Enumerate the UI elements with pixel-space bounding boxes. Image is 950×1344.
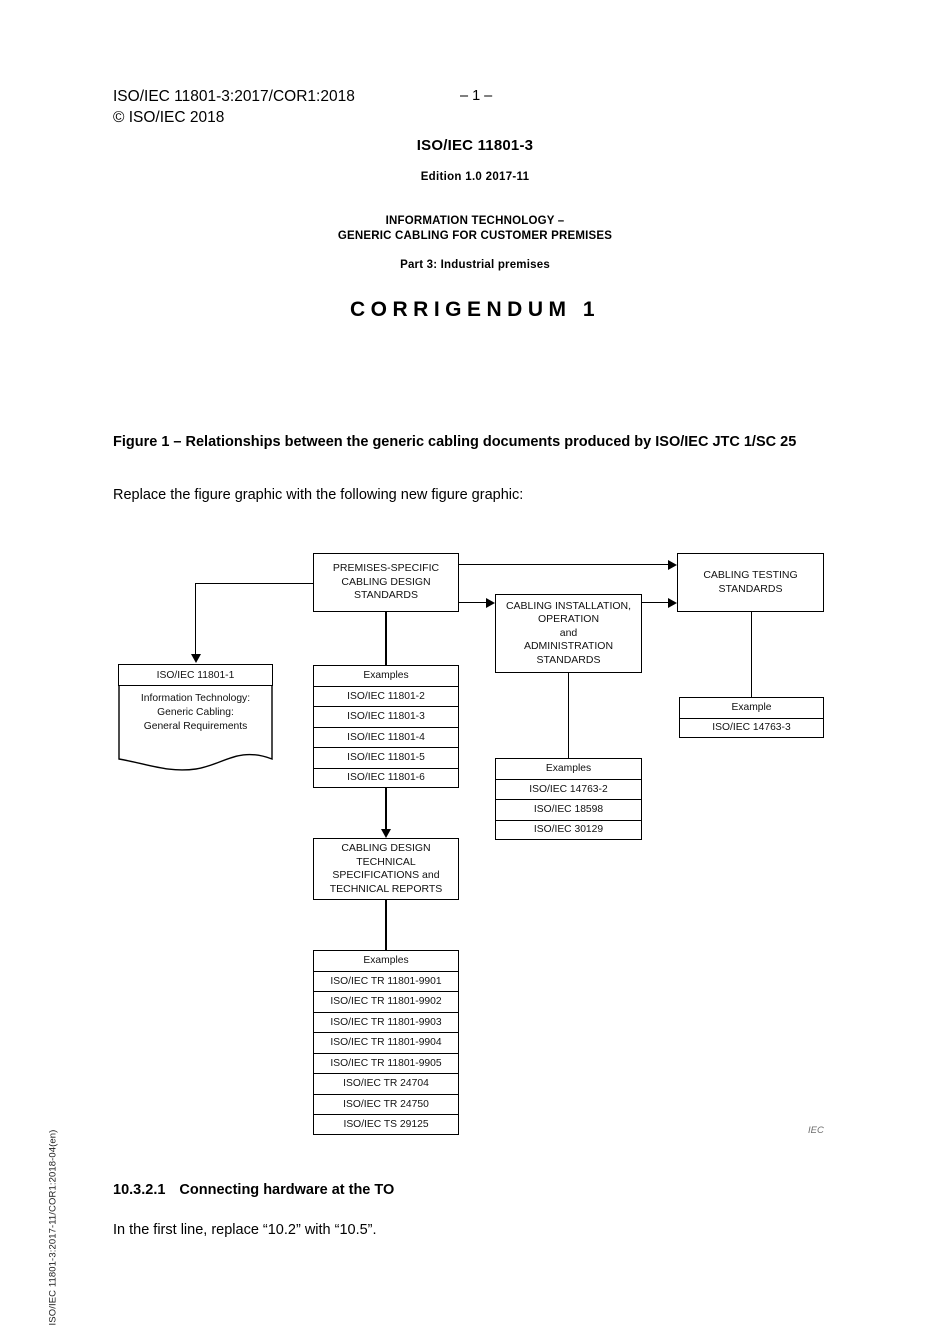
arrowhead-right-installation-to-testing — [668, 597, 677, 608]
list-examples-technical: Examples ISO/IEC TR 11801-9901 ISO/IEC T… — [313, 950, 459, 1135]
header-document-reference: ISO/IEC 11801-3:2017/COR1:2018 © ISO/IEC… — [113, 88, 355, 126]
clause-body-text: In the first line, replace “10.2” with “… — [113, 1222, 377, 1238]
list-item: ISO/IEC 11801-5 — [313, 747, 459, 768]
connector-technical-to-examples — [385, 900, 387, 950]
connector-testing-to-example — [751, 612, 753, 697]
base-standard-body: Information Technology: Generic Cabling:… — [140, 693, 251, 732]
list-item: ISO/IEC TR 24704 — [313, 1073, 459, 1094]
list-item: ISO/IEC 11801-3 — [313, 706, 459, 727]
connector-premises-to-testing — [459, 564, 668, 566]
node-base-standard-11801-1: ISO/IEC 11801-1 Information Technology: … — [118, 664, 273, 774]
side-document-identifier: ISO/IEC 11801-3:2017-11/COR1:2018-04(en) — [47, 1129, 59, 1326]
corrigendum-heading: CORRIGENDUM 1 — [349, 298, 600, 321]
node-premises-specific-cabling-design-standards: PREMISES-SPECIFIC CABLING DESIGN STANDAR… — [313, 553, 459, 612]
list-examples-premises: Examples ISO/IEC 11801-2 ISO/IEC 11801-3… — [313, 665, 459, 788]
arrowhead-right-to-testing — [668, 559, 677, 570]
list-header: Example — [679, 697, 824, 718]
list-item: ISO/IEC 11801-6 — [313, 767, 459, 788]
list-item: ISO/IEC TS 29125 — [313, 1114, 459, 1135]
list-item: ISO/IEC 14763-3 — [679, 717, 824, 738]
list-item: ISO/IEC TR 24750 — [313, 1093, 459, 1114]
clause-heading: 10.3.2.1 Connecting hardware at the TO — [113, 1182, 394, 1198]
figure-caption: Figure 1 – Relationships between the gen… — [113, 434, 797, 450]
document-title: INFORMATION TECHNOLOGY – GENERIC CABLING… — [337, 215, 613, 242]
list-item: ISO/IEC TR 11801-9902 — [313, 991, 459, 1012]
list-header: Examples — [313, 950, 459, 971]
clause-number: 10.3.2.1 — [113, 1182, 166, 1198]
list-example-testing: Example ISO/IEC 14763-3 — [679, 697, 824, 738]
list-item: ISO/IEC 18598 — [495, 799, 642, 820]
list-item: ISO/IEC TR 11801-9901 — [313, 970, 459, 991]
node-cabling-installation-operation-administration-standards: CABLING INSTALLATION, OPERATION and ADMI… — [495, 594, 642, 673]
document-number: ISO/IEC 11801-3 — [416, 137, 534, 154]
base-standard-title: ISO/IEC 11801-1 — [118, 664, 273, 686]
list-item: ISO/IEC TR 11801-9904 — [313, 1032, 459, 1053]
document-part: Part 3: Industrial premises — [400, 259, 550, 271]
arrowhead-right-to-installation — [486, 597, 495, 608]
arrowhead-down-to-base — [190, 654, 201, 663]
document-edition: Edition 1.0 2017-11 — [420, 171, 530, 183]
list-item: ISO/IEC 30129 — [495, 819, 642, 840]
arrowhead-down-to-technical — [381, 829, 391, 838]
list-examples-installation: Examples ISO/IEC 14763-2 ISO/IEC 18598 I… — [495, 758, 642, 840]
connector-premises-to-installation — [459, 602, 486, 604]
list-item: ISO/IEC 11801-4 — [313, 726, 459, 747]
connector-installation-to-examples — [568, 673, 570, 758]
clause-title: Connecting hardware at the TO — [179, 1182, 395, 1198]
connector-premises-to-examples — [385, 612, 387, 665]
list-item: ISO/IEC TR 11801-9905 — [313, 1052, 459, 1073]
iec-source-mark: IEC — [808, 1125, 824, 1136]
replace-instruction: Replace the figure graphic with the foll… — [113, 487, 524, 503]
list-header: Examples — [495, 758, 642, 779]
connector-premises-to-base-vertical — [195, 583, 197, 655]
connector-installation-to-testing — [642, 602, 668, 604]
node-cabling-design-technical-specifications-and-reports: CABLING DESIGN TECHNICAL SPECIFICATIONS … — [313, 838, 459, 900]
connector-premises-to-base — [195, 583, 314, 585]
connector-examples-to-technical — [385, 788, 387, 829]
document-wavy-shape-icon — [118, 664, 273, 771]
list-header: Examples — [313, 665, 459, 686]
list-item: ISO/IEC 11801-2 — [313, 685, 459, 706]
list-item: ISO/IEC 14763-2 — [495, 778, 642, 799]
node-cabling-testing-standards: CABLING TESTING STANDARDS — [677, 553, 824, 612]
list-item: ISO/IEC TR 11801-9903 — [313, 1011, 459, 1032]
page-number: – 1 – — [460, 88, 493, 104]
